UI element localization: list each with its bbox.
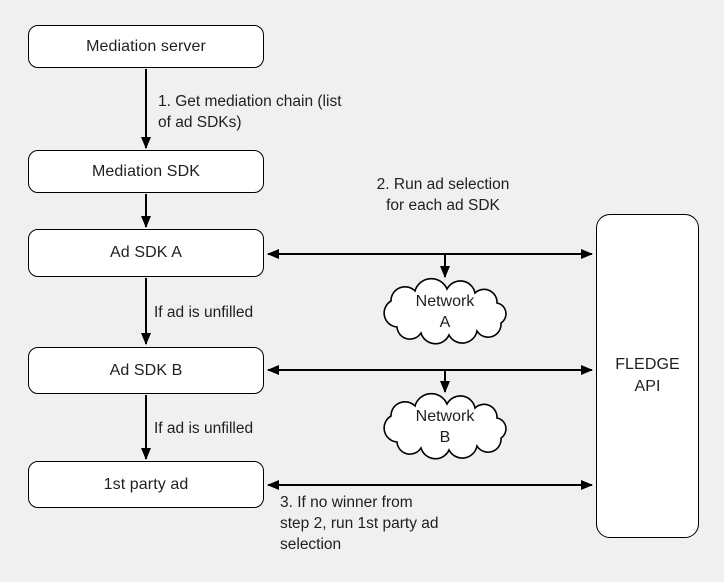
node-mediation-server: Mediation server [28, 25, 264, 68]
network-a-label-line1: Network [415, 293, 475, 310]
node-mediation-sdk: Mediation SDK [28, 150, 264, 193]
node-ad-sdk-a: Ad SDK A [28, 229, 264, 277]
node-fledge-api: FLEDGE API [596, 214, 699, 538]
network-b-label: Network B [373, 406, 517, 448]
annotation-step1: 1. Get mediation chain (list of ad SDKs) [158, 93, 342, 131]
network-a-label: Network A [373, 291, 517, 333]
node-first-party-ad: 1st party ad [28, 461, 264, 508]
annotation-unfilled-b: If ad is unfilled [154, 420, 254, 437]
node-ad-sdk-b: Ad SDK B [28, 347, 264, 394]
network-b-label-line2: B [439, 429, 451, 446]
network-b-label-line1: Network [415, 408, 475, 425]
annotation-step2: 2. Run ad selection for each ad SDK [376, 176, 510, 214]
network-a-label-line2: A [439, 314, 451, 331]
annotation-unfilled-a: If ad is unfilled [154, 304, 254, 321]
annotation-step3: 3. If no winner from step 2, run 1st par… [280, 494, 439, 553]
